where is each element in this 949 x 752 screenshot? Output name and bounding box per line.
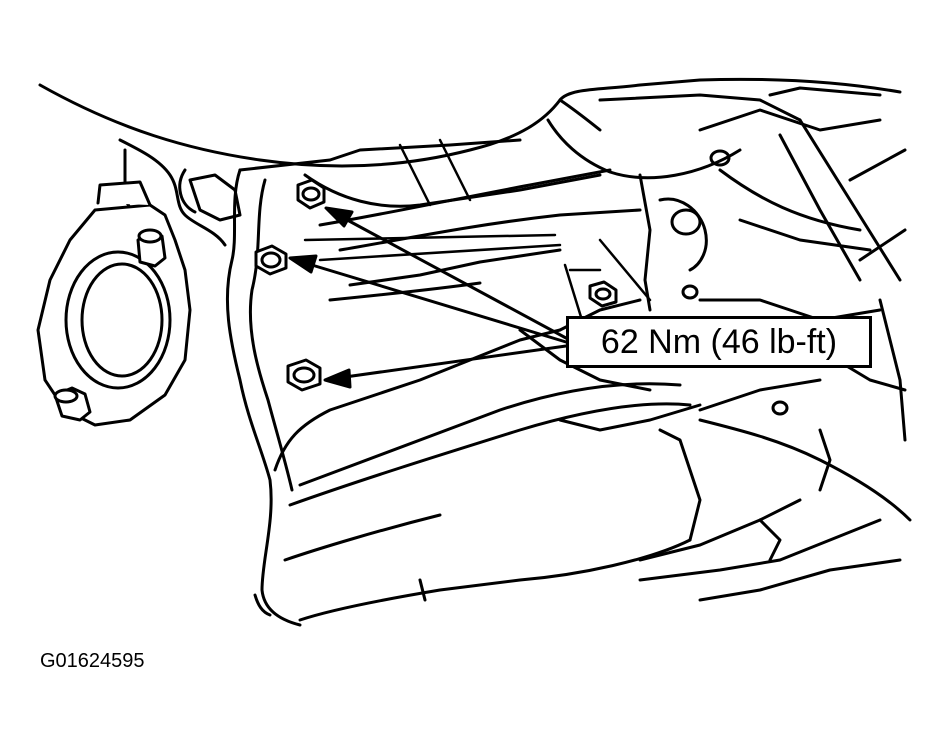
rib-lines	[303, 138, 652, 332]
bolt-right	[588, 280, 618, 308]
bolt-lower	[286, 358, 322, 392]
bolt-upper	[296, 178, 326, 210]
figure-id-label: G01624595	[40, 650, 145, 672]
exhaust-flange	[36, 180, 192, 427]
torque-callout: 62 Nm (46 lb-ft)	[566, 316, 872, 368]
bolt-middle	[254, 244, 288, 276]
housing-outline	[38, 77, 902, 247]
leader-arrows	[288, 206, 568, 389]
lower-detail	[178, 168, 427, 617]
